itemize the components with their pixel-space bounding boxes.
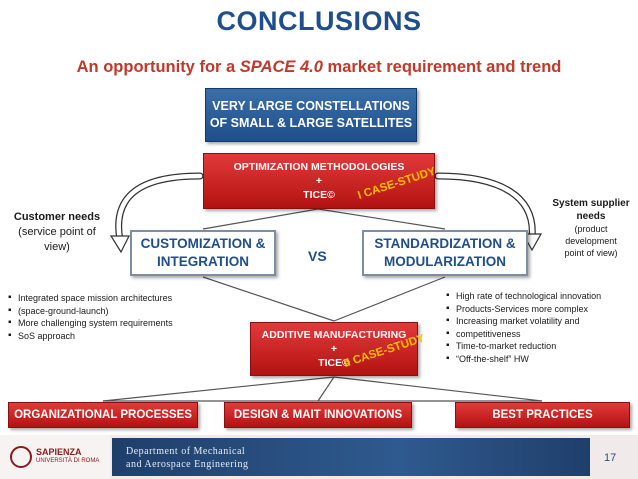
additive-line1: ADDITIVE MANUFACTURING — [261, 329, 407, 341]
list-item: SoS approach — [8, 330, 218, 343]
subtitle-prefix: An opportunity for a — [76, 58, 240, 76]
left-bullet-list: Integrated space mission architectures (… — [8, 292, 218, 342]
supplier-needs-title2: needs — [576, 211, 606, 222]
customer-needs-text: Customer needs (service point of view) — [4, 210, 110, 255]
supplier-needs-line4: development — [565, 236, 617, 246]
list-item: Time-to-market reduction — [446, 340, 638, 353]
subtitle-suffix: market requirement and trend — [322, 58, 562, 76]
optimization-box: OPTIMIZATION METHODOLOGIES + TICE© — [203, 153, 435, 209]
customer-needs-line2: (service point of — [18, 226, 96, 238]
additive-line3: TICE© — [318, 357, 350, 369]
customer-needs-line3: view) — [44, 241, 70, 253]
list-item: “Off-the-shelf” HW — [446, 353, 638, 366]
list-item: More challenging system requirements — [8, 317, 218, 330]
customization-line2: INTEGRATION — [157, 254, 249, 269]
university-name: SAPIENZA — [36, 447, 82, 457]
subtitle-emphasis: SPACE 4.0 — [239, 58, 323, 76]
best-practices-box: BEST PRACTICES — [455, 402, 630, 428]
right-bullet-list: High rate of technological innovation Pr… — [446, 290, 638, 365]
page-number: 17 — [604, 452, 617, 464]
standardization-line2: MODULARIZATION — [384, 254, 506, 269]
vs-label: VS — [308, 248, 327, 264]
optimization-line1: OPTIMIZATION METHODOLOGIES — [233, 161, 405, 173]
supplier-needs-line3: (product — [574, 224, 608, 234]
organizational-processes-box: ORGANIZATIONAL PROCESSES — [8, 402, 198, 428]
list-item: Products-Services more complex — [446, 303, 638, 316]
supplier-needs-title1: System supplier — [552, 198, 630, 209]
list-item: (space-ground-launch) — [8, 305, 218, 318]
list-item: Integrated space mission architectures — [8, 292, 218, 305]
additive-manufacturing-box: ADDITIVE MANUFACTURING + TICE© — [250, 322, 418, 376]
supplier-needs-line5: point of view) — [564, 248, 618, 258]
additive-line2: + — [330, 343, 338, 355]
optimization-line2: + — [315, 175, 323, 187]
standardization-box: STANDARDIZATION & MODULARIZATION — [362, 230, 528, 276]
customization-line1: CUSTOMIZATION & — [140, 236, 266, 251]
department-banner: Department of Mechanical and Aerospace E… — [112, 438, 590, 476]
department-line1: Department of Mechanical — [126, 446, 246, 457]
customer-needs-title: Customer needs — [13, 211, 101, 223]
standardization-line1: STANDARDIZATION & — [374, 236, 516, 251]
design-mait-box: DESIGN & MAIT INNOVATIONS — [224, 402, 412, 428]
page-title: CONCLUSIONS — [216, 6, 422, 36]
university-seal-icon — [10, 446, 32, 468]
constellations-box: VERY LARGE CONSTELLATIONS OF SMALL & LAR… — [205, 88, 417, 142]
list-item: Increasing market volatility and — [446, 315, 638, 328]
list-item: High rate of technological innovation — [446, 290, 638, 303]
constellations-line2: OF SMALL & LARGE SATELLITES — [209, 116, 413, 130]
constellations-line1: VERY LARGE CONSTELLATIONS — [212, 99, 410, 113]
department-line2: and Aerospace Engineering — [126, 459, 249, 470]
optimization-line3: TICE© — [303, 189, 335, 201]
list-item: competitiveness — [446, 328, 638, 341]
university-sub: UNIVERSITÀ DI ROMA — [36, 458, 100, 464]
supplier-needs-text: System supplier needs (product developme… — [546, 197, 636, 259]
customization-box: CUSTOMIZATION & INTEGRATION — [130, 230, 276, 276]
page-subtitle: An opportunity for a SPACE 4.0 market re… — [0, 58, 638, 77]
